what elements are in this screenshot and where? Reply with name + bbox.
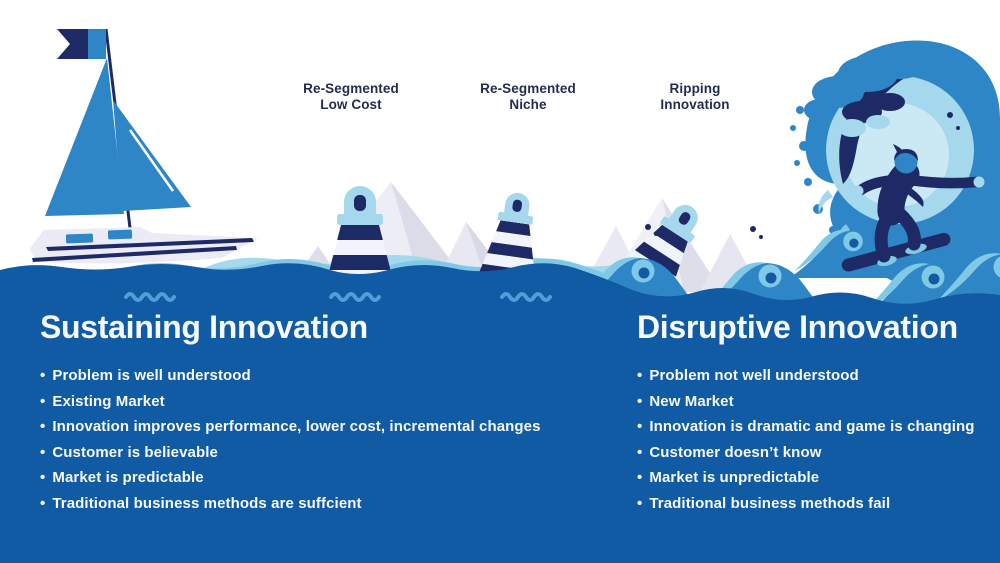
list-item: New Market [637,389,975,415]
marker-label-resegmented-low-cost: Re-Segmented Low Cost [303,81,399,112]
main-sail [45,58,124,216]
marker-label-ripping-innovation: Ripping Innovation [660,81,730,112]
sailboat-illustration [30,28,258,264]
list-item: Existing Market [40,389,541,415]
sinking-buoy-icon [614,190,763,303]
surfer-head [894,150,918,174]
disruptive-innovation-panel: Disruptive Innovation Problem not well u… [637,309,975,516]
flag-icon [88,29,106,59]
tie [901,184,924,207]
list-item: Customer is believable [40,440,541,466]
list-item: Market is predictable [40,465,541,491]
list-item: Traditional business methods are suffcie… [40,491,541,517]
disruptive-innovation-list: Problem not well understood New Market I… [637,363,975,516]
jib-sail [113,100,191,211]
wave-squiggles [124,292,552,302]
marker-label-resegmented-niche: Re-Segmented Niche [480,81,576,112]
sustaining-innovation-title: Sustaining Innovation [40,309,368,345]
surfboard [841,232,951,272]
sustaining-innovation-list: Problem is well understood Existing Mark… [40,363,541,516]
list-item: Problem is well understood [40,363,541,389]
list-item: Traditional business methods fail [637,491,975,517]
surfer-icon [841,144,985,272]
list-item: Problem not well understood [637,363,975,389]
list-item: Innovation is dramatic and game is chang… [637,414,975,440]
sustaining-innovation-panel: Sustaining Innovation Problem is well un… [40,309,541,516]
list-item: Innovation improves performance, lower c… [40,414,541,440]
list-item: Market is unpredictable [637,465,975,491]
disruptive-innovation-title: Disruptive Innovation [637,309,958,345]
list-item: Customer doesn’t know [637,440,975,466]
